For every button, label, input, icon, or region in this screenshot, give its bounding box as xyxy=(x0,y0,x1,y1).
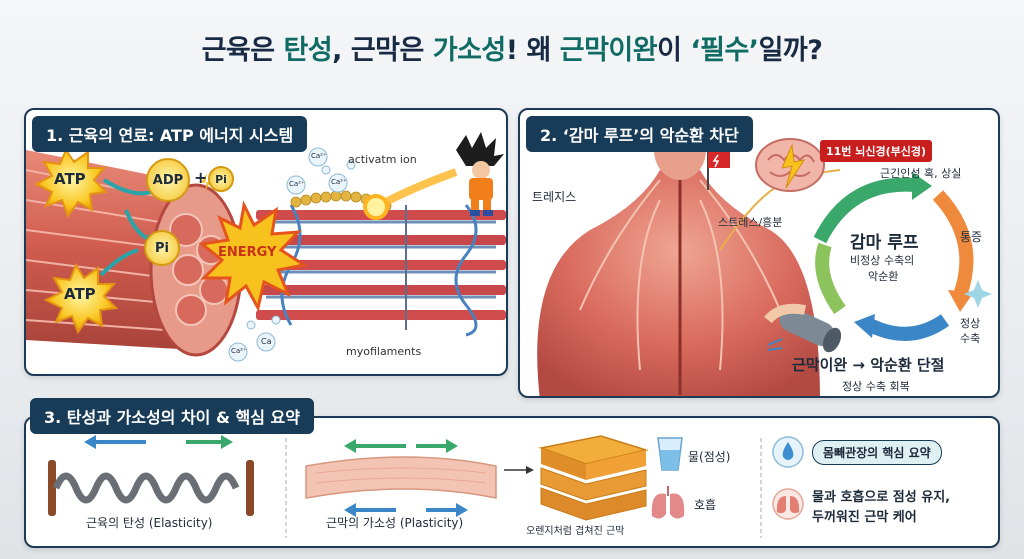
calcium-label: Ca²⁺ xyxy=(311,152,327,160)
water-label: 물(점성) xyxy=(688,450,731,464)
title-part: 이 xyxy=(657,35,691,66)
water-drop-icon xyxy=(772,436,804,468)
title-part: ! 왜 xyxy=(505,35,560,66)
title-highlight: 근막이완 xyxy=(559,35,658,66)
tension-label: 근긴인성 혹, 상실 xyxy=(880,167,962,180)
summary-line-1: 물과 호흡으로 점성 유지, xyxy=(812,490,951,505)
loop-title: 감마 루프 xyxy=(850,233,919,253)
summary-illustration xyxy=(48,435,804,538)
title-part: 근육은 xyxy=(201,35,284,66)
title-highlight: 탄성 xyxy=(283,35,333,66)
title-highlight: ‘필수’ xyxy=(690,35,759,66)
spring-icon xyxy=(48,435,254,516)
calcium-bubbles xyxy=(228,147,356,362)
panel3-heading-tab: 3. 탄성과 가소성의 차이 & 핵심 요약 xyxy=(30,398,314,434)
elasticity-label: 근육의 탄성 (Elasticity) xyxy=(86,516,213,530)
title-part: , 근막은 xyxy=(332,35,433,66)
nerve-tag: 11번 뇌신경(부신경) xyxy=(820,140,933,162)
calcium-label: Ca²⁺ xyxy=(289,180,305,188)
normal-label-2: 수축 xyxy=(960,332,981,345)
flag-icon xyxy=(707,152,730,190)
stress-label: 스트레스/흥분 xyxy=(718,216,783,229)
calcium-label: Ca²⁺ xyxy=(331,178,347,186)
brain-icon xyxy=(755,138,825,192)
page-title: 근육은 탄성, 근막은 가소성! 왜 근막이완이 ‘필수’일까? xyxy=(0,28,1024,67)
layers-label: 오렌지처럼 겹쳐진 근막 xyxy=(526,526,625,537)
atp-illustration xyxy=(26,132,506,362)
calcium-label: Ca xyxy=(261,337,272,346)
energy-ball-icon xyxy=(363,194,389,220)
title-part: 일까? xyxy=(758,35,823,66)
release-label: 근막이완 → 악순환 단절 xyxy=(792,356,945,374)
pi-small-chip: Pi xyxy=(208,166,234,192)
foam-roller-icon xyxy=(764,303,842,353)
breath-label: 호흡 xyxy=(694,498,717,512)
myofilaments-label: myofilaments xyxy=(346,345,422,358)
pi-label: Pi xyxy=(155,240,169,256)
atp-star-top xyxy=(33,147,109,219)
summary-title: 몸빼관장의 핵심 요약 xyxy=(812,440,942,465)
atp-bottom-label: ATP xyxy=(64,285,96,303)
atp-top-label: ATP xyxy=(54,170,86,188)
panel1-heading: 1. 근육의 연료: ATP 에너지 시스템 xyxy=(32,116,308,152)
arrow-head xyxy=(912,172,932,200)
pi-chip: Pi xyxy=(144,230,180,266)
pain-label: 통증 xyxy=(960,230,983,244)
activation-label: activatm ion xyxy=(348,153,417,166)
lungs-chip-icon xyxy=(772,488,804,520)
panel2-heading: 2. ‘감마 루프’의 악순환 차단 xyxy=(526,116,753,152)
trapezius-label: 트레지스 xyxy=(532,190,577,204)
loop-subtitle-2: 악순환 xyxy=(868,270,899,283)
energy-label: ENERGY xyxy=(218,245,277,260)
panel-gamma-loop: 2. ‘감마 루프’의 악순환 차단 11번 뇌신경(부신경) 트레지스 스트레… xyxy=(518,108,1000,398)
panel-atp-energy: 1. 근육의 연료: ATP 에너지 시스템 ATP ATP ADP + Pi … xyxy=(24,108,508,376)
water-glass-icon xyxy=(657,437,683,471)
sparkle-icon xyxy=(964,280,992,308)
fascia-sheet-icon xyxy=(305,439,534,517)
energy-burst-icon xyxy=(198,200,308,313)
summary-line-2: 두꺼워진 근막 케어 xyxy=(812,510,917,525)
plasticity-label: 근막의 가소성 (Plasticity) xyxy=(326,516,464,530)
fighter-character-icon xyxy=(456,132,504,216)
arrow-atp-pi-2 xyxy=(99,248,139,277)
panel-summary: 3. 탄성과 가소성의 차이 & 핵심 요약 근육의 탄성 (Elasticit… xyxy=(24,416,1000,548)
recovery-label: 정상 수축 회복 xyxy=(842,380,910,393)
lungs-icon xyxy=(651,486,685,519)
plus-sign: + xyxy=(194,168,208,187)
adp-label: ADP xyxy=(152,172,184,188)
gamma-loop-illustration xyxy=(537,120,992,396)
pi-small-label: Pi xyxy=(215,172,227,186)
normal-label-1: 정상 xyxy=(960,317,981,330)
atp-star-bottom xyxy=(43,262,119,335)
loop-subtitle-1: 비정상 수축의 xyxy=(850,254,915,267)
loop-arrow-blue xyxy=(866,314,950,341)
arrow-head xyxy=(948,290,974,312)
calcium-label: Ca²⁺ xyxy=(231,347,247,355)
adp-chip: ADP xyxy=(146,158,190,202)
loop-arrow-lightgreen xyxy=(815,242,846,315)
loop-arrow-green xyxy=(813,177,916,244)
layered-fascia-icon xyxy=(538,435,649,521)
myofilament-array xyxy=(256,204,506,337)
arrow-head xyxy=(854,314,875,338)
loop-arrow-orange xyxy=(932,190,974,298)
title-highlight: 가소성 xyxy=(432,35,507,66)
